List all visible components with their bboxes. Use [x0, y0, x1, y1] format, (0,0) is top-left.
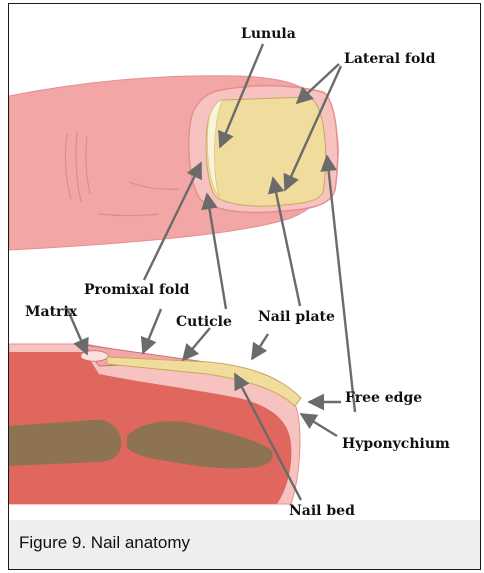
- arrow-nail-plate-side: [252, 334, 268, 359]
- label-nail-bed: Nail bed: [289, 503, 355, 519]
- middle-bone: [9, 420, 121, 466]
- label-hyponychium: Hyponychium: [342, 436, 450, 452]
- arrow-hyponychium: [301, 414, 337, 436]
- label-nail-plate: Nail plate: [258, 309, 335, 325]
- nail-anatomy-figure: Lunula Lateral fold Promixal fold Matrix…: [8, 3, 481, 570]
- nail-anatomy-diagram: Lunula Lateral fold Promixal fold Matrix…: [9, 4, 481, 522]
- finger-side-view: [9, 344, 301, 504]
- nail-plate-top: [206, 97, 326, 206]
- caption-bar: Figure 9. Nail anatomy: [9, 520, 480, 569]
- label-matrix: Matrix: [25, 304, 78, 320]
- label-proximal-fold: Promixal fold: [84, 282, 190, 298]
- arrow-free-edge-top: [327, 156, 355, 412]
- label-lateral-fold: Lateral fold: [344, 51, 436, 67]
- figure-caption: Figure 9. Nail anatomy: [19, 533, 190, 553]
- label-cuticle: Cuticle: [176, 314, 232, 330]
- arrow-proximal-fold-side: [143, 309, 161, 353]
- label-lunula: Lunula: [241, 26, 296, 42]
- label-free-edge: Free edge: [345, 390, 422, 406]
- finger-top-view: [9, 76, 338, 250]
- arrow-cuticle-side: [183, 328, 210, 360]
